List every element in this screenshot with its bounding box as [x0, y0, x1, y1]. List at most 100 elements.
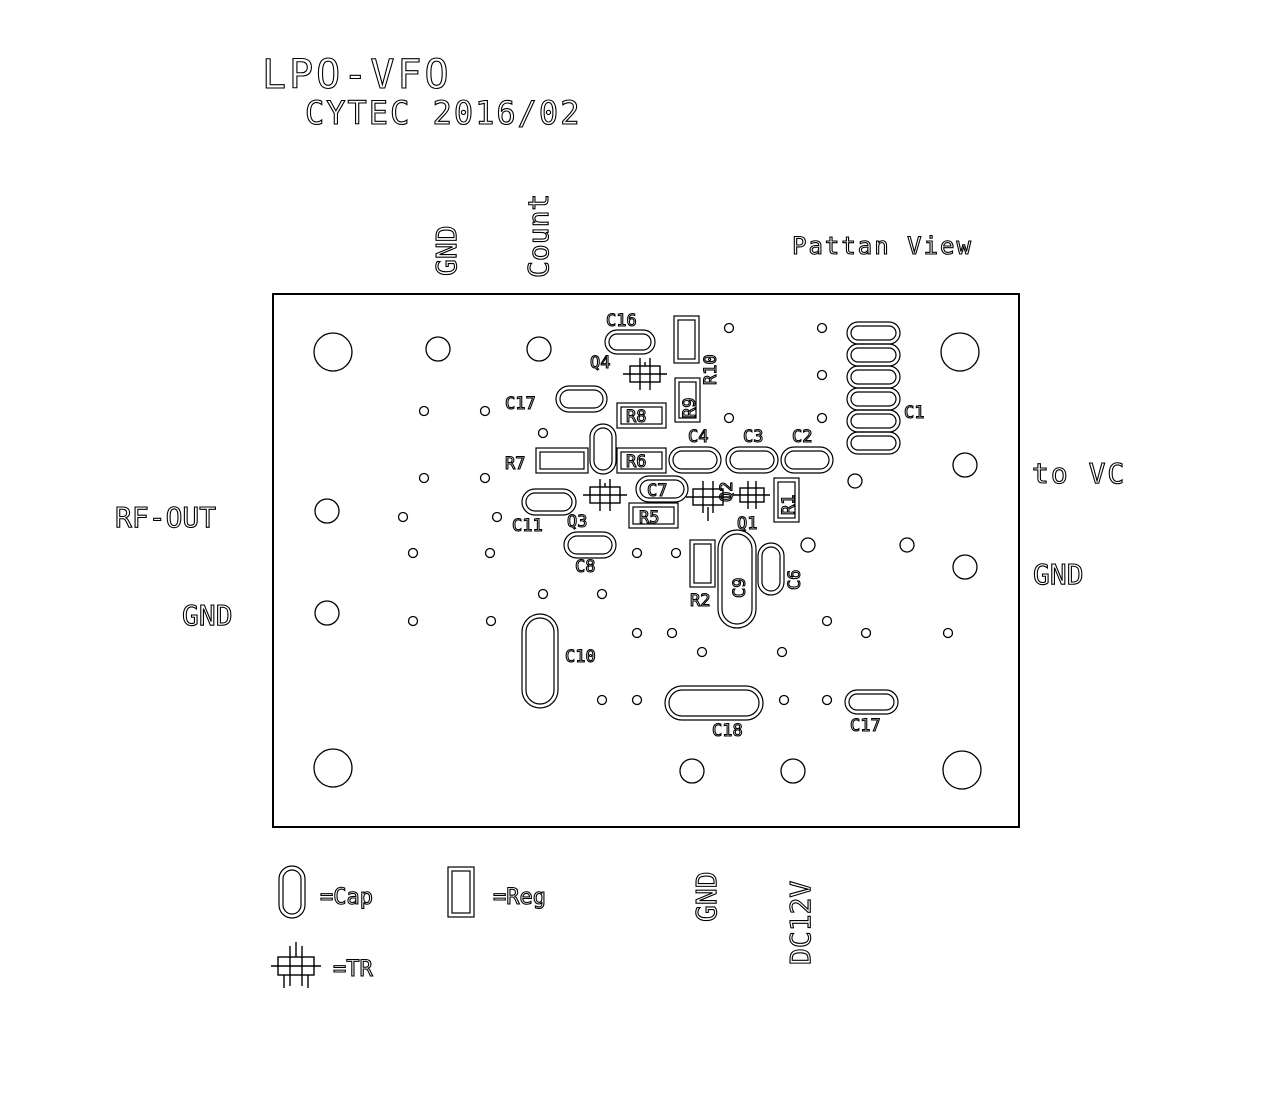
label-c17-bottom: C17 [850, 716, 881, 736]
board-outline [272, 293, 1020, 828]
pad-gnd-right [952, 554, 978, 580]
legend-cap-label: =Cap [320, 885, 373, 910]
via [778, 694, 790, 706]
capacitor-c17-top [555, 385, 608, 413]
terminal-to-vc: to VC [1032, 457, 1126, 490]
label-c6: C6 [785, 570, 805, 590]
via [479, 405, 491, 417]
label-q2: Q2 [717, 482, 737, 502]
label-r6: R6 [626, 452, 646, 472]
via [860, 627, 872, 639]
legend-tr-label: =TR [333, 957, 373, 982]
via [816, 369, 828, 381]
via [537, 588, 549, 600]
label-r9: R9 [680, 398, 700, 418]
transistor-q3 [583, 479, 627, 511]
via [631, 627, 643, 639]
capacitor-c16 [604, 329, 656, 355]
mounting-hole [942, 750, 982, 790]
via [631, 547, 643, 559]
via [631, 694, 643, 706]
label-r7: R7 [505, 454, 525, 474]
legend-tr-symbol [271, 942, 321, 988]
terminal-count: Count [522, 194, 555, 278]
via-holes [397, 322, 954, 706]
mounting-holes [313, 332, 982, 790]
label-c2: C2 [792, 427, 812, 447]
resistors [535, 315, 800, 588]
via [723, 322, 735, 334]
via [821, 615, 833, 627]
via [596, 588, 608, 600]
transistor-q4 [623, 358, 667, 390]
via [397, 511, 409, 523]
label-c4: C4 [688, 427, 708, 447]
via [670, 547, 682, 559]
mounting-hole [313, 332, 353, 372]
label-r5: R5 [639, 508, 659, 528]
pad-dc12v [780, 758, 806, 784]
label-r1: R1 [779, 495, 799, 515]
via [800, 537, 816, 553]
pad-gnd-bottom [679, 758, 705, 784]
via [418, 405, 430, 417]
label-r2: R2 [690, 591, 710, 611]
transistor-q1 [734, 481, 770, 509]
label-c17-top: C17 [505, 394, 536, 414]
capacitor-c9 [717, 529, 757, 629]
resistor-r2 [689, 539, 716, 588]
subtitle: CYTEC 2016/02 [305, 94, 581, 132]
via [821, 694, 833, 706]
pad-gnd-top [425, 336, 451, 362]
via [479, 472, 491, 484]
terminal-dc12v: DC12V [784, 881, 817, 965]
legend: =Cap =Reg =TR [271, 865, 547, 988]
label-q3: Q3 [567, 512, 587, 532]
pad-count [526, 336, 552, 362]
capacitor-c3 [725, 446, 779, 474]
via [666, 627, 678, 639]
terminal-gnd-right: GND [1033, 558, 1084, 591]
label-c8: C8 [575, 557, 595, 577]
capacitor-c1-stack [846, 321, 901, 455]
resistor-r7 [535, 447, 589, 474]
resistor-r6 [616, 447, 667, 474]
resistor-r5 [628, 502, 679, 529]
via [407, 615, 419, 627]
via [596, 694, 608, 706]
capacitor-c6 [589, 423, 617, 475]
label-c18: C18 [712, 721, 743, 741]
legend-reg-symbol [447, 866, 475, 918]
terminal-gnd-left: GND [182, 599, 233, 632]
title: LPO-VFO [262, 52, 452, 98]
resistor-r1 [773, 477, 800, 523]
mounting-hole [940, 332, 980, 372]
transistor-q2 [686, 481, 730, 521]
label-q1: Q1 [737, 514, 757, 534]
via [899, 537, 915, 553]
label-c1: C1 [904, 403, 924, 423]
via [407, 547, 419, 559]
view-label: Pattan View [792, 232, 973, 260]
pad-to-vc [952, 452, 978, 478]
label-c7: C7 [647, 481, 667, 501]
resistor-r9 [674, 377, 701, 423]
transistors [583, 358, 770, 521]
capacitor-c4 [668, 446, 722, 474]
via [816, 412, 828, 424]
capacitor-c8 [563, 531, 617, 559]
capacitor-c18 [664, 685, 764, 721]
capacitor-c2 [780, 446, 834, 474]
capacitors [521, 321, 901, 721]
label-q4: Q4 [590, 353, 610, 373]
via [723, 412, 735, 424]
via [484, 547, 496, 559]
terminal-gnd-bottom: GND [690, 871, 723, 922]
via [847, 473, 863, 489]
capacitor-c17-bottom [844, 689, 899, 715]
capacitor-c11 [521, 488, 577, 516]
legend-cap-symbol [278, 865, 306, 919]
legend-reg-label: =Reg [493, 885, 546, 910]
